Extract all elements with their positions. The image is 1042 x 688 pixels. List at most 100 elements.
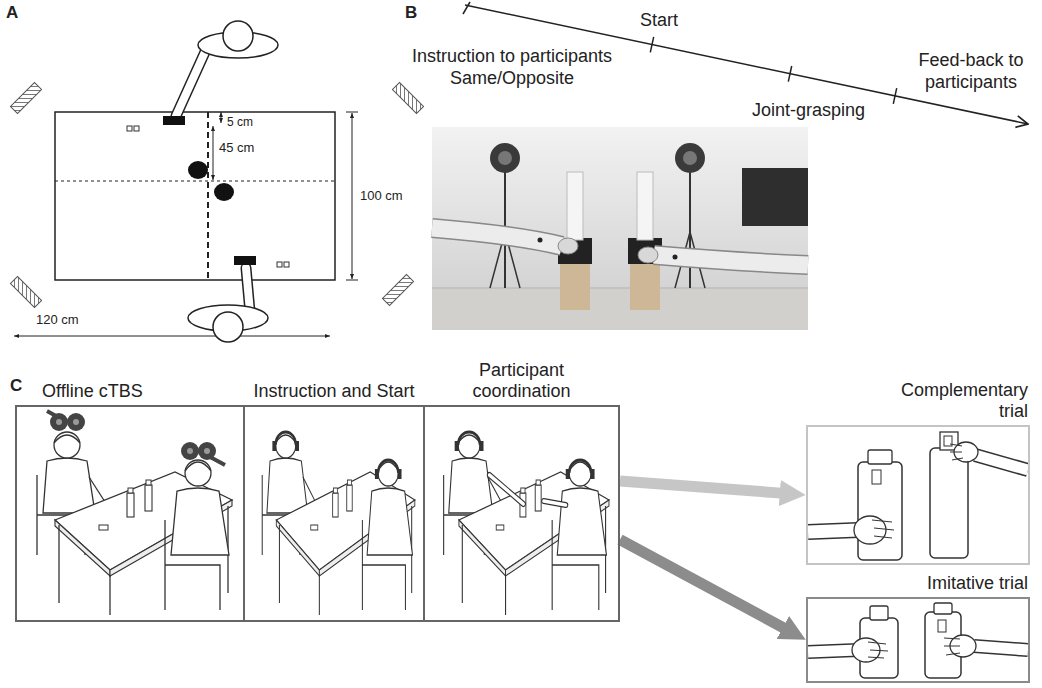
participants-sketch xyxy=(444,432,609,615)
experiment-photo xyxy=(505,232,520,288)
experiment-photo xyxy=(560,262,590,310)
experiment-photo xyxy=(432,127,808,330)
experiment-photo xyxy=(675,143,705,173)
complementary-grasp-sketch xyxy=(868,450,892,464)
imitative-grasp-sketch xyxy=(808,650,858,652)
participant-top-view xyxy=(176,21,278,342)
dimension-label: 120 cm xyxy=(36,312,79,328)
start-pad xyxy=(163,116,256,265)
timeline-label: Feed-back to participants xyxy=(912,50,1030,93)
timeline-arrow xyxy=(463,2,470,14)
experiment-photo xyxy=(673,255,678,260)
complementary-grasp-sketch xyxy=(940,432,958,450)
panel-letter: C xyxy=(10,376,22,396)
tms-coil xyxy=(47,411,225,465)
participants-sketch xyxy=(262,432,415,615)
participant-top-view xyxy=(213,312,243,342)
experiment-photo xyxy=(432,127,808,288)
imitative-grasp-sketch xyxy=(925,612,961,678)
experiment-photo xyxy=(504,165,506,288)
target-object xyxy=(214,183,234,201)
participants-sketch xyxy=(37,432,232,615)
flow-arrow xyxy=(620,540,784,629)
sensor-icon xyxy=(277,262,282,267)
dimension-line xyxy=(346,112,358,113)
panel-heading: Participant coordination xyxy=(457,360,587,403)
imitative-grasp-sketch xyxy=(944,638,960,655)
timeline-arrow xyxy=(788,66,791,82)
imitative-grasp-sketch xyxy=(938,620,946,632)
target-object xyxy=(188,161,208,179)
table-plan xyxy=(55,112,335,280)
experiment-photo xyxy=(567,172,583,240)
dimension-label: 5 cm xyxy=(227,115,253,129)
panel-box: Instruction and Start xyxy=(243,405,425,622)
dimension-line xyxy=(352,113,353,279)
table-plan xyxy=(207,112,209,280)
experiment-photo xyxy=(432,228,562,246)
panel-box: Participant coordination xyxy=(423,405,620,622)
headphones xyxy=(272,432,401,479)
camera-icon xyxy=(10,82,41,113)
complementary-grasp-sketch xyxy=(930,448,968,558)
experiment-photo xyxy=(654,255,808,265)
experiment-photo xyxy=(432,288,808,330)
timeline-label: Instruction to participants Same/Opposit… xyxy=(387,46,637,89)
participant-top-view xyxy=(223,21,253,51)
complementary-grasp-sketch xyxy=(872,520,894,538)
participant-top-view xyxy=(246,268,250,312)
complementary-grasp-sketch xyxy=(808,530,858,532)
complementary-grasp-sketch xyxy=(808,432,1028,560)
complementary-grasp-sketch xyxy=(975,455,1028,470)
panel-heading: Complementary trial xyxy=(878,380,1028,423)
participant-top-view xyxy=(176,52,205,116)
panel-letter: A xyxy=(6,3,18,23)
flow-arrow xyxy=(620,481,781,493)
imitative-grasp-sketch xyxy=(808,603,1028,678)
experiment-photo xyxy=(683,151,697,165)
panel-letter: B xyxy=(405,3,417,23)
sensor-icon xyxy=(134,126,139,131)
dimension-line xyxy=(213,126,214,180)
imitative-grasp-sketch xyxy=(870,606,888,620)
complementary-grasp-sketch xyxy=(975,455,1028,470)
experiment-photo xyxy=(742,168,808,226)
complementary-grasp-sketch xyxy=(854,516,886,544)
complementary-grasp-sketch xyxy=(808,530,858,532)
dimension-label: 100 cm xyxy=(360,188,403,204)
complementary-grasp-sketch xyxy=(944,436,952,446)
complementary-grasp-sketch xyxy=(954,442,978,462)
experiment-photo xyxy=(637,172,653,240)
headphones xyxy=(455,432,595,479)
panel-heading: Offline cTBS xyxy=(42,381,143,403)
timeline-label: Start xyxy=(640,10,678,32)
panel-box: Complementary trial xyxy=(806,425,1030,565)
complementary-grasp-sketch xyxy=(950,444,963,460)
start-pad xyxy=(234,256,256,265)
participant-top-view xyxy=(188,305,268,331)
experiment-photo xyxy=(432,288,808,289)
timeline-arrow xyxy=(650,37,653,53)
experiment-photo xyxy=(690,232,705,288)
experiment-photo xyxy=(675,232,690,288)
experiment-photo xyxy=(490,232,505,288)
experiment-photo xyxy=(628,238,662,264)
imitative-grasp-sketch xyxy=(808,650,858,652)
start-pad xyxy=(163,116,185,125)
target-object xyxy=(188,161,234,201)
panel-box: Imitative trial xyxy=(806,597,1030,683)
sensor-icon xyxy=(127,126,289,267)
complementary-grasp-sketch xyxy=(858,462,902,560)
panel-heading: Instruction and Start xyxy=(253,381,414,403)
experiment-photo xyxy=(558,238,592,264)
sensor-icon xyxy=(127,126,132,131)
dimension-label: 45 cm xyxy=(219,140,254,156)
experiment-photo xyxy=(538,238,543,243)
participant-top-view xyxy=(176,52,205,116)
dimension-line xyxy=(346,280,358,281)
experiment-photo xyxy=(630,262,660,310)
